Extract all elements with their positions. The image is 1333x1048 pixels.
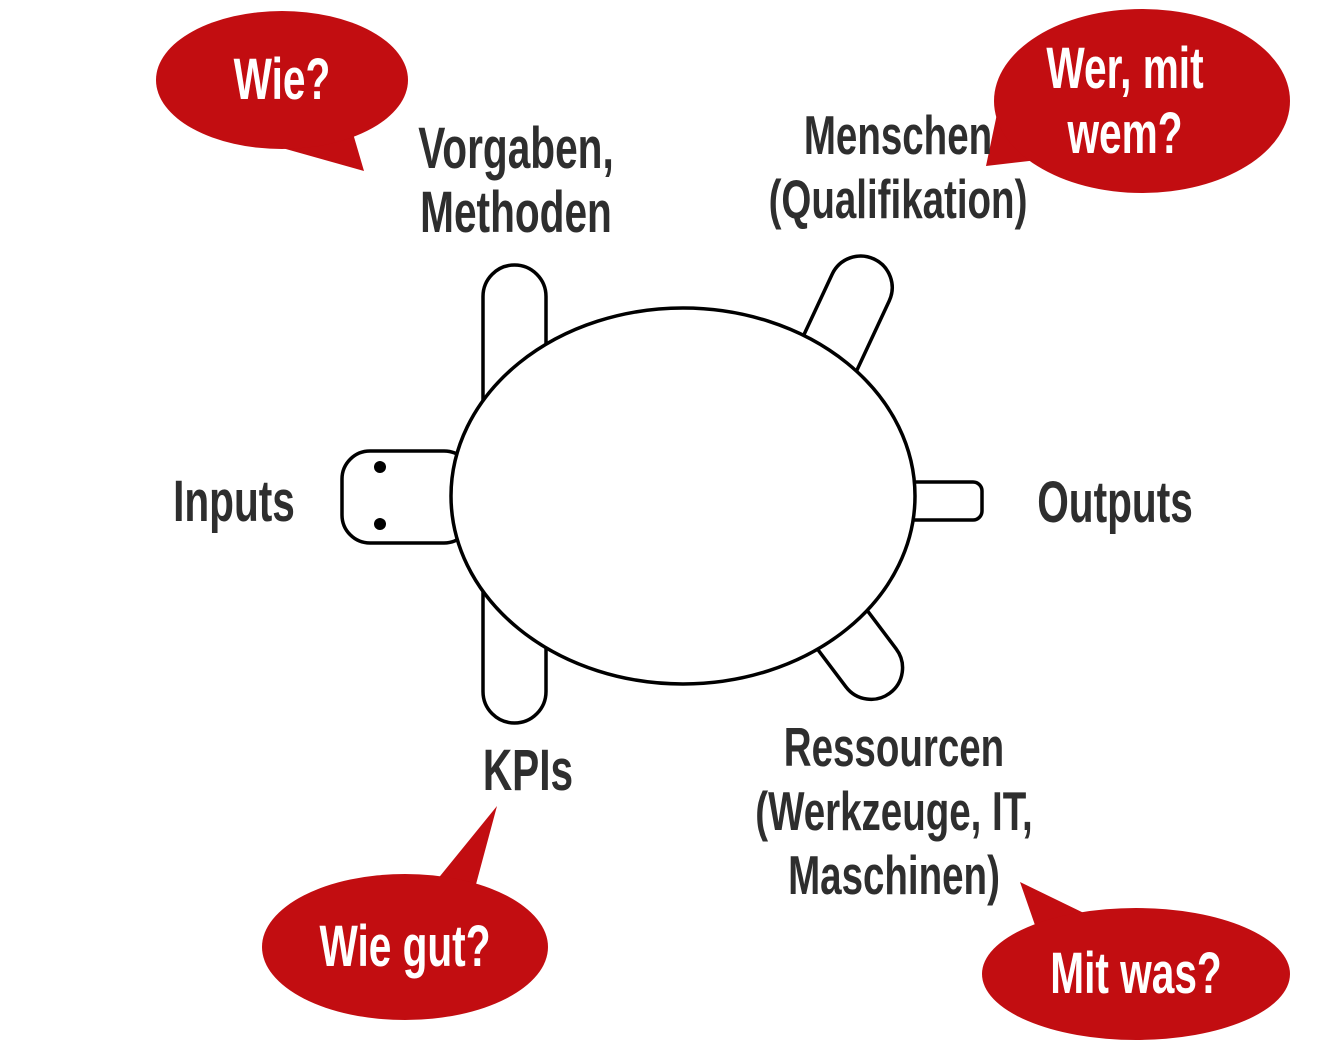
speech-bubble-wie-body bbox=[156, 11, 408, 149]
speech-bubble-mitwas-text: Mit was? bbox=[1050, 940, 1222, 1006]
label-inputs: Inputs bbox=[173, 469, 295, 534]
label-outputs: Outputs bbox=[1037, 470, 1193, 535]
speech-bubble-wer-text: Wer, mit wem? bbox=[1046, 36, 1204, 166]
speech-bubble-wie-text: Wie? bbox=[233, 46, 331, 112]
label-ressourcen: Ressourcen (Werkzeuge, IT, Maschinen) bbox=[755, 716, 1033, 907]
turtle-eye-top bbox=[374, 461, 386, 473]
label-menschen-qualifikation: Menschen (Qualifikation) bbox=[768, 104, 1028, 231]
speech-bubble-wiegut-shape bbox=[262, 806, 548, 1020]
label-vorgaben-methoden: Vorgaben, Methoden bbox=[418, 116, 614, 245]
speech-bubble-wiegut-text: Wie gut? bbox=[319, 913, 491, 979]
label-kpis: KPIs bbox=[482, 738, 574, 803]
speech-bubble-wer-shape bbox=[986, 9, 1290, 193]
turtle-body-shell bbox=[449, 306, 917, 686]
speech-bubble-wiegut-body bbox=[262, 874, 548, 1020]
turtle-eye-bottom bbox=[374, 518, 386, 530]
turtle bbox=[340, 254, 984, 725]
speech-bubble-wiegut-tail bbox=[432, 806, 497, 888]
speech-bubble-wer-body bbox=[994, 9, 1290, 193]
speech-bubble-wie-shape bbox=[156, 11, 408, 171]
speech-bubble-mitwas-body bbox=[982, 908, 1290, 1040]
speech-bubble-mitwas-shape bbox=[982, 882, 1290, 1040]
